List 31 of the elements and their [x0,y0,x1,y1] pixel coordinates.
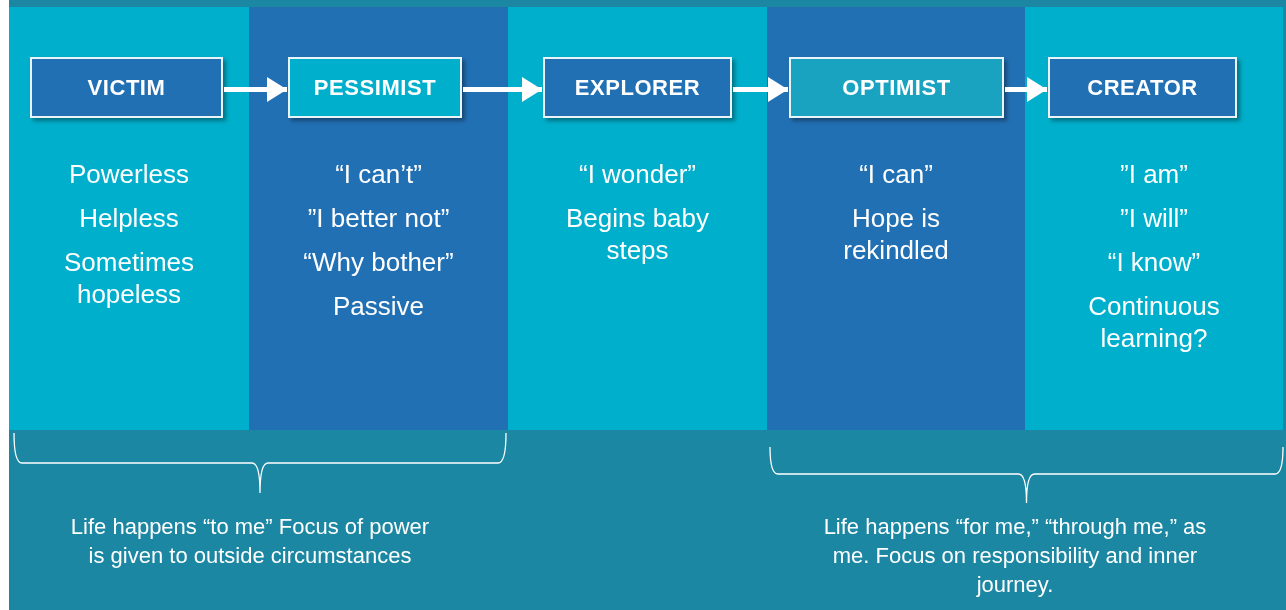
arrow [1005,77,1047,102]
stage-box: PESSIMIST [288,57,462,118]
stage-column [249,7,508,430]
stage-box: CREATOR [1048,57,1237,118]
stage-description: “I wonder” [578,158,696,190]
stage-description: Helpless [79,202,179,234]
stage-description: Sometimes hopeless [62,246,195,310]
stage-description: Passive [332,290,424,322]
stage-description: ”I will” [1120,202,1188,234]
stage-column [767,7,1025,430]
stage-description: “Why bother” [303,246,454,278]
stage-description: Begins baby steps [564,202,711,266]
arrow [463,77,542,102]
arrow [224,77,287,102]
stage-description: Continuous learning? [1087,290,1221,354]
summary-text: Life happens “to me” Focus of power is given to outside circumstances [69,513,431,570]
summary-text: Life happens “for me,” “through me,” as me. Focus on responsibility and inner journey. [822,513,1208,599]
stage-description: ”I am” [1120,158,1188,190]
stage-column [9,7,249,430]
stage-description: “I can’t” [335,158,422,190]
stage-description: Hope is rekindled [842,202,950,266]
stage-description: Powerless [69,158,189,190]
stage-box: EXPLORER [543,57,732,118]
arrow [733,77,788,102]
stage-description: ”I better not” [307,202,450,234]
stage-description: “I know” [1107,246,1201,278]
stage-box: VICTIM [30,57,223,118]
stage-column [508,7,767,430]
stage-description: “I can” [859,158,933,190]
stage-column [1025,7,1283,430]
stage-box: OPTIMIST [789,57,1004,118]
